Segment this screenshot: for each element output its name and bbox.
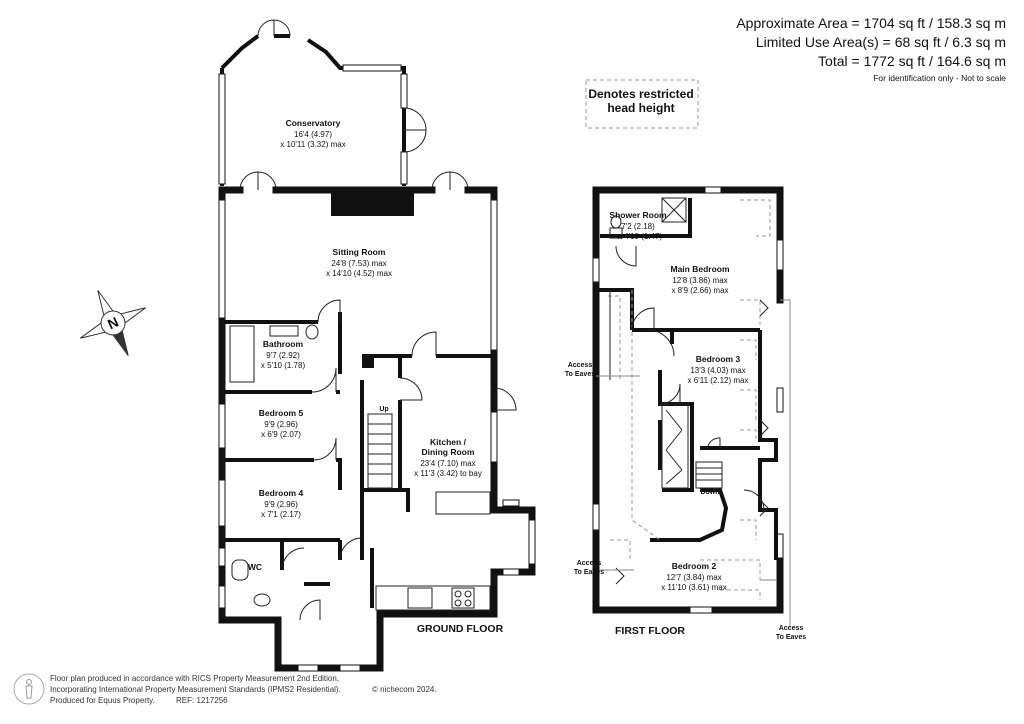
bathroom-dim2: x 5'10 (1.78): [261, 361, 306, 370]
kitchen-dim1: 23'4 (7.10) max: [420, 459, 475, 468]
footer: Floor plan produced in accordance with R…: [13, 673, 437, 705]
eaves-access-3-l2: To Eaves: [776, 634, 806, 641]
ground-floor-label: GROUND FLOOR: [417, 623, 504, 635]
stairs-down-label: Down: [700, 489, 719, 496]
approx-area-text: Approximate Area = 1704 sq ft / 158.3 sq…: [736, 15, 1006, 31]
first-floor-plan: Shower Room 7'2 (2.18) x 4'10 (1.47) Mai…: [565, 186, 806, 641]
bathroom-dim1: 9'7 (2.92): [266, 351, 300, 360]
footer-brand: © nichecom 2024.: [372, 685, 437, 694]
ground-stairs: [367, 413, 393, 489]
bedroom3-dim1: 13'3 (4.03) max: [690, 366, 745, 375]
footer-line2: Incorporating International Property Mea…: [50, 685, 341, 694]
conservatory-dim2: x 10'11 (3.32) max: [280, 140, 345, 149]
shower-room-dim1: 7'2 (2.18): [621, 222, 655, 231]
kitchen-name1: Kitchen /: [430, 437, 467, 447]
bedroom4-dim2: x 7'1 (2.17): [261, 510, 301, 519]
restricted-height-legend: Denotes restricted head height: [585, 79, 699, 129]
bedroom5-name: Bedroom 5: [259, 408, 304, 418]
conservatory-dim1: 16'4 (4.97): [294, 130, 332, 139]
conservatory-name: Conservatory: [286, 118, 341, 128]
kitchen-name2: Dining Room: [422, 447, 475, 457]
bedroom5-dim1: 9'9 (2.96): [264, 420, 298, 429]
sitting-room-name: Sitting Room: [333, 247, 386, 257]
eaves-access-1-l2: To Eaves: [565, 371, 595, 378]
first-floor-label: FIRST FLOOR: [615, 625, 685, 637]
sitting-room-dim2: x 14'10 (4.52) max: [326, 269, 392, 278]
sitting-room-dim1: 24'8 (7.53) max: [331, 259, 386, 268]
main-bedroom-dim1: 12'8 (3.86) max: [672, 276, 727, 285]
main-bedroom-name: Main Bedroom: [670, 264, 729, 274]
legend-line2: head height: [607, 101, 674, 115]
bathroom-name: Bathroom: [263, 339, 304, 349]
main-bedroom-dim2: x 8'9 (2.66) max: [671, 286, 728, 295]
bedroom5-dim2: x 6'9 (2.07): [261, 430, 301, 439]
bedroom2-dim2: x 11'10 (3.61) max: [661, 583, 726, 592]
bedroom4-dim1: 9'9 (2.96): [264, 500, 298, 509]
identification-note: For identification only - Not to scale: [873, 73, 1006, 83]
eaves-access-2-l1: Access: [577, 560, 602, 567]
limited-area-text: Limited Use Area(s) = 68 sq ft / 6.3 sq …: [756, 34, 1006, 50]
shower-room-name: Shower Room: [609, 210, 667, 220]
bedroom4-name: Bedroom 4: [259, 488, 304, 498]
eaves-access-3-l1: Access: [779, 625, 804, 632]
bedroom2-name: Bedroom 2: [672, 561, 717, 571]
bedroom3-name: Bedroom 3: [696, 354, 741, 364]
wc-name: WC: [248, 562, 262, 572]
shower-room-dim2: x 4'10 (1.47): [618, 232, 663, 241]
bedroom2-dim1: 12'7 (3.84) max: [666, 573, 721, 582]
footer-ref: REF: 1217256: [176, 696, 228, 705]
total-area-text: Total = 1772 sq ft / 164.6 sq m: [818, 53, 1006, 69]
compass-rose: N: [80, 290, 146, 356]
eaves-access-1-l1: Access: [568, 362, 593, 369]
person-icon: [13, 673, 45, 705]
footer-line1: Floor plan produced in accordance with R…: [50, 674, 339, 683]
stairs-up-label: Up: [379, 406, 388, 413]
footer-line3: Produced for Equus Property.: [50, 696, 155, 705]
ground-floor-plan: Conservatory 16'4 (4.97) x 10'11 (3.32) …: [218, 19, 536, 672]
legend-line1: Denotes restricted: [588, 87, 693, 101]
eaves-access-2-l2: To Eaves: [574, 569, 604, 576]
bedroom3-dim2: x 6'11 (2.12) max: [688, 376, 749, 385]
kitchen-dim2: x 11'3 (3.42) to bay: [414, 469, 482, 478]
